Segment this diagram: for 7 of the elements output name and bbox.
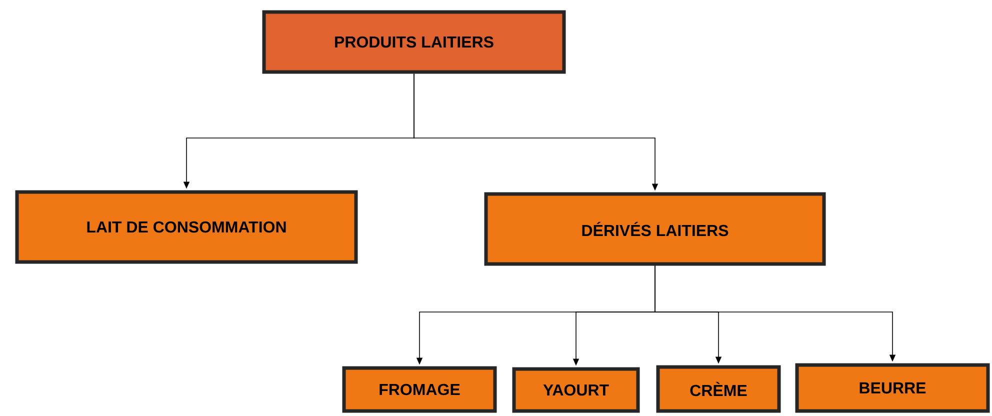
category-box: YAOURT <box>512 367 640 413</box>
category-box: PRODUITS LAITIERS <box>262 10 566 74</box>
category-box: LAIT DE CONSOMMATION <box>15 190 358 264</box>
category-box: DÉRIVÉS LAITIERS <box>484 192 826 266</box>
category-box: CRÈME <box>656 365 781 413</box>
category-box: BEURRE <box>795 363 990 413</box>
category-box: FROMAGE <box>342 366 497 413</box>
